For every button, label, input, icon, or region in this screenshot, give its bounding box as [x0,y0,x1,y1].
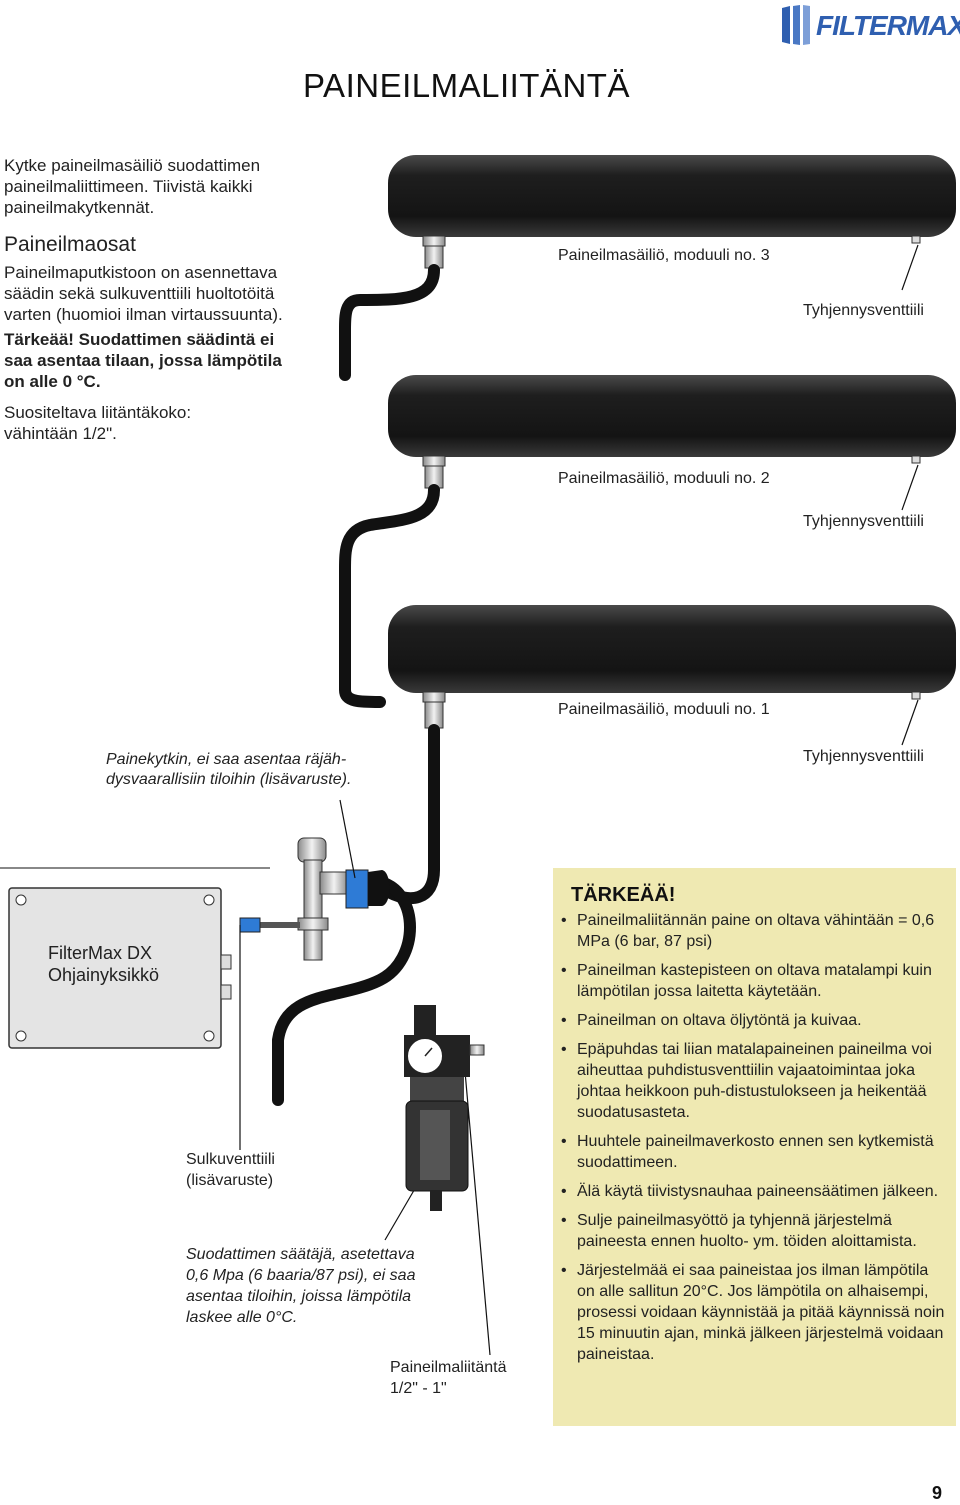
intro-line: varten (huomioi ilman virtaussuunta). [4,305,283,324]
intro-line: Suositeltava liitäntäkoko: [4,403,192,422]
label-line: 0,6 Mpa (6 baaria/87 psi), ei saa [186,1267,416,1284]
label-line: Paineilmaliitäntä [390,1359,507,1376]
intro-line: saa asentaa tilaan, jossa lämpötila [4,351,282,370]
label-line: laskee alle 0°C. [186,1309,298,1326]
important-notice-box: TÄRKEÄÄ! Paineilmaliitännän paine on olt… [553,868,956,1426]
intro-paragraph: Kytke paineilmasäiliö suodattimen painei… [4,155,260,218]
intro-line: paineilmaliittimeen. Tiivistä kaikki [4,177,253,196]
notice-item: Paineilmaliitännän paine on oltava vähin… [561,910,947,952]
tank-module-3 [388,155,956,269]
label-line: dysvaarallisiin tiloihin (lisävaruste). [106,771,352,788]
logo-wordmark: FILTERMAX [816,10,960,41]
intro-warning: Tärkeää! Suodattimen säädintä ei saa ase… [4,329,282,392]
tank-3-drain-valve-label: Tyhjennysventtiili [803,302,924,319]
notice-list: Paineilmaliitännän paine on oltava vähin… [553,910,957,1373]
page-number: 9 [932,1483,943,1503]
control-unit-label: FilterMax DX Ohjainyksikkö [48,942,159,986]
intro-line: säädin sekä sulkuventtiili huoltotöitä [4,284,275,303]
label-line: Painekytkin, ei saa asentaa räjäh- [106,751,347,768]
filtermax-logo: FILTERMAXDX [778,2,960,48]
filter-regulator [404,1005,485,1211]
pressure-switch-assembly [239,837,390,961]
tank-1-label: Paineilmasäiliö, moduuli no. 1 [558,701,770,718]
tank-3-label: Paineilmasäiliö, moduuli no. 3 [558,247,770,264]
page-title: PAINEILMALIITÄNTÄ [303,67,630,104]
intro-body: Paineilmaputkistoon on asennettava säädi… [4,262,283,325]
label-line: 1/2" - 1" [390,1380,447,1397]
connection-label: Paineilmaliitäntä 1/2" - 1" [390,1357,507,1399]
intro-line: paineilmakytkennät. [4,198,155,217]
tank-module-2 [388,375,956,489]
intro-line: vähintään 1/2". [4,424,117,443]
tank-module-1 [388,605,956,729]
regulator-label: Suodattimen säätäjä, asetettava 0,6 Mpa … [186,1244,415,1328]
notice-title: TÄRKEÄÄ! [571,884,676,906]
notice-item: Sulje paineilmasyöttö ja tyhjennä järjes… [561,1210,947,1252]
tank-1-drain-valve-label: Tyhjennysventtiili [803,748,924,765]
notice-item: Paineilman kastepisteen on oltava matala… [561,960,947,1002]
logo-wave-icon [782,5,810,45]
label-line: (lisävaruste) [186,1172,274,1189]
intro-line: Paineilmaputkistoon on asennettava [4,263,278,282]
tank-2-drain-valve-label: Tyhjennysventtiili [803,513,924,530]
pressure-switch-label: Painekytkin, ei saa asentaa räjäh- dysva… [106,750,351,790]
notice-item: Älä käytä tiivistysnauhaa paineensäätime… [561,1181,947,1202]
intro-size: Suositeltava liitäntäkoko: vähintään 1/2… [4,402,191,444]
intro-line: Tärkeää! Suodattimen säädintä ei [4,330,275,349]
section-heading: Paineilmaosat [4,233,136,256]
label-line: FilterMax DX [48,943,153,963]
label-line: Ohjainyksikkö [48,965,160,985]
label-line: asentaa tiloihin, joissa lämpötila [186,1288,412,1305]
notice-item: Epäpuhdas tai liian matalapaineinen pain… [561,1039,947,1123]
notice-item: Järjestelmää ei saa paineistaa jos ilman… [561,1260,947,1365]
intro-line: Kytke paineilmasäiliö suodattimen [4,156,261,175]
label-line: Sulkuventtiili [186,1151,275,1168]
notice-item: Huuhtele paineilmaverkosto ennen sen kyt… [561,1131,947,1173]
tank-2-label: Paineilmasäiliö, moduuli no. 2 [558,470,770,487]
intro-line: on alle 0 °C. [4,372,101,391]
control-unit [0,867,270,1049]
label-line: Suodattimen säätäjä, asetettava [186,1246,415,1263]
notice-item: Paineilman on oltava öljytöntä ja kuivaa… [561,1010,947,1031]
shutoff-valve-label: Sulkuventtiili (lisävaruste) [186,1149,275,1191]
